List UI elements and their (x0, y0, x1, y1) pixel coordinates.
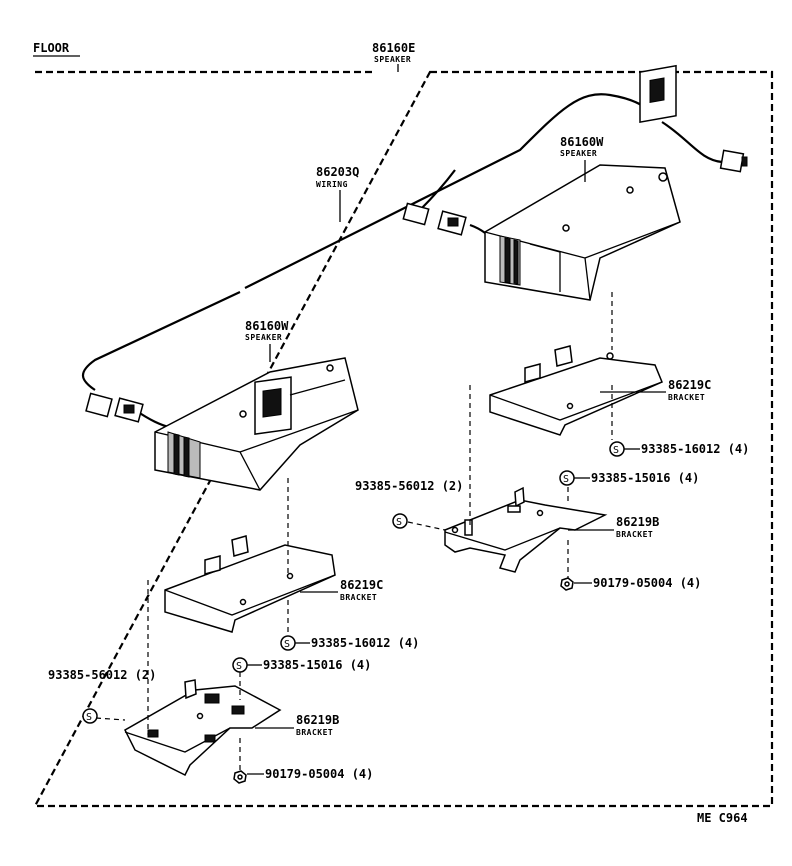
screw-16012-left: S (280, 635, 296, 651)
nut-05004-left (233, 770, 247, 784)
screw-15016-right-label: 93385-15016 (4) (591, 471, 699, 485)
screw-56012-right-label: 93385-56012 (2) (355, 479, 463, 493)
section-title: FLOOR (33, 41, 70, 55)
connector (402, 202, 430, 226)
screw-16012-left-label: 93385-16012 (4) (311, 636, 419, 650)
assembly-border (33, 70, 774, 808)
nut-05004-right (560, 577, 574, 591)
nut-05004-left-label: 90179-05004 (4) (265, 767, 373, 781)
screw-15016-left: S (232, 657, 248, 673)
screw-symbol: S (563, 474, 569, 485)
bracket-86219c-left-part-name: BRACKET (340, 593, 377, 602)
assembly-line (95, 717, 126, 721)
bracket-86219c-right-part-number: 86219C (668, 378, 711, 392)
screw-56012-right: S (392, 513, 408, 529)
screw-16012-right: S (609, 441, 625, 457)
screw-56012-left-label: 93385-56012 (2) (48, 668, 156, 682)
screw-symbol: S (236, 661, 242, 672)
speaker-right-part-number: 86160W (560, 135, 604, 149)
bracket-86219b-right (444, 486, 608, 573)
screw-15016-left-label: 93385-15016 (4) (263, 658, 371, 672)
speaker-left (154, 357, 359, 491)
bracket-86219c-right-part-name: BRACKET (668, 393, 705, 402)
bracket-86219b-left-part-name: BRACKET (296, 728, 333, 737)
wiring-part-number: 86203Q (316, 165, 359, 179)
screw-16012-right-label: 93385-16012 (4) (641, 442, 749, 456)
speaker-left-part-name: SPEAKER (245, 333, 282, 342)
assembly-line (407, 521, 446, 531)
bracket-86219c-right (489, 345, 663, 436)
screw-symbol: S (86, 712, 92, 723)
wiring-part-name: WIRING (316, 180, 348, 189)
bracket-86219c-left-part-number: 86219C (340, 578, 383, 592)
diagram-code: ME C964 (697, 811, 748, 825)
screw-56012-left: S (82, 708, 98, 724)
assembly-part-name: SPEAKER (374, 55, 411, 64)
speaker-left-part-number: 86160W (245, 319, 289, 333)
bracket-86219b-left-part-number: 86219B (296, 713, 339, 727)
screw-symbol: S (284, 639, 290, 650)
bracket-86219b-right-part-name: BRACKET (616, 530, 653, 539)
bracket-86219b-right-part-number: 86219B (616, 515, 659, 529)
screw-15016-right: S (559, 470, 575, 486)
connector (719, 149, 745, 173)
screw-symbol: S (613, 445, 619, 456)
screw-symbol: S (396, 517, 402, 528)
connector (85, 392, 113, 418)
bracket-86219c-left (164, 535, 336, 633)
speaker-right (484, 64, 681, 301)
bracket-86219b-left (124, 679, 282, 777)
assembly-part-number: 86160E (372, 41, 415, 55)
nut-05004-right-label: 90179-05004 (4) (593, 576, 701, 590)
speaker-right-part-name: SPEAKER (560, 149, 597, 158)
